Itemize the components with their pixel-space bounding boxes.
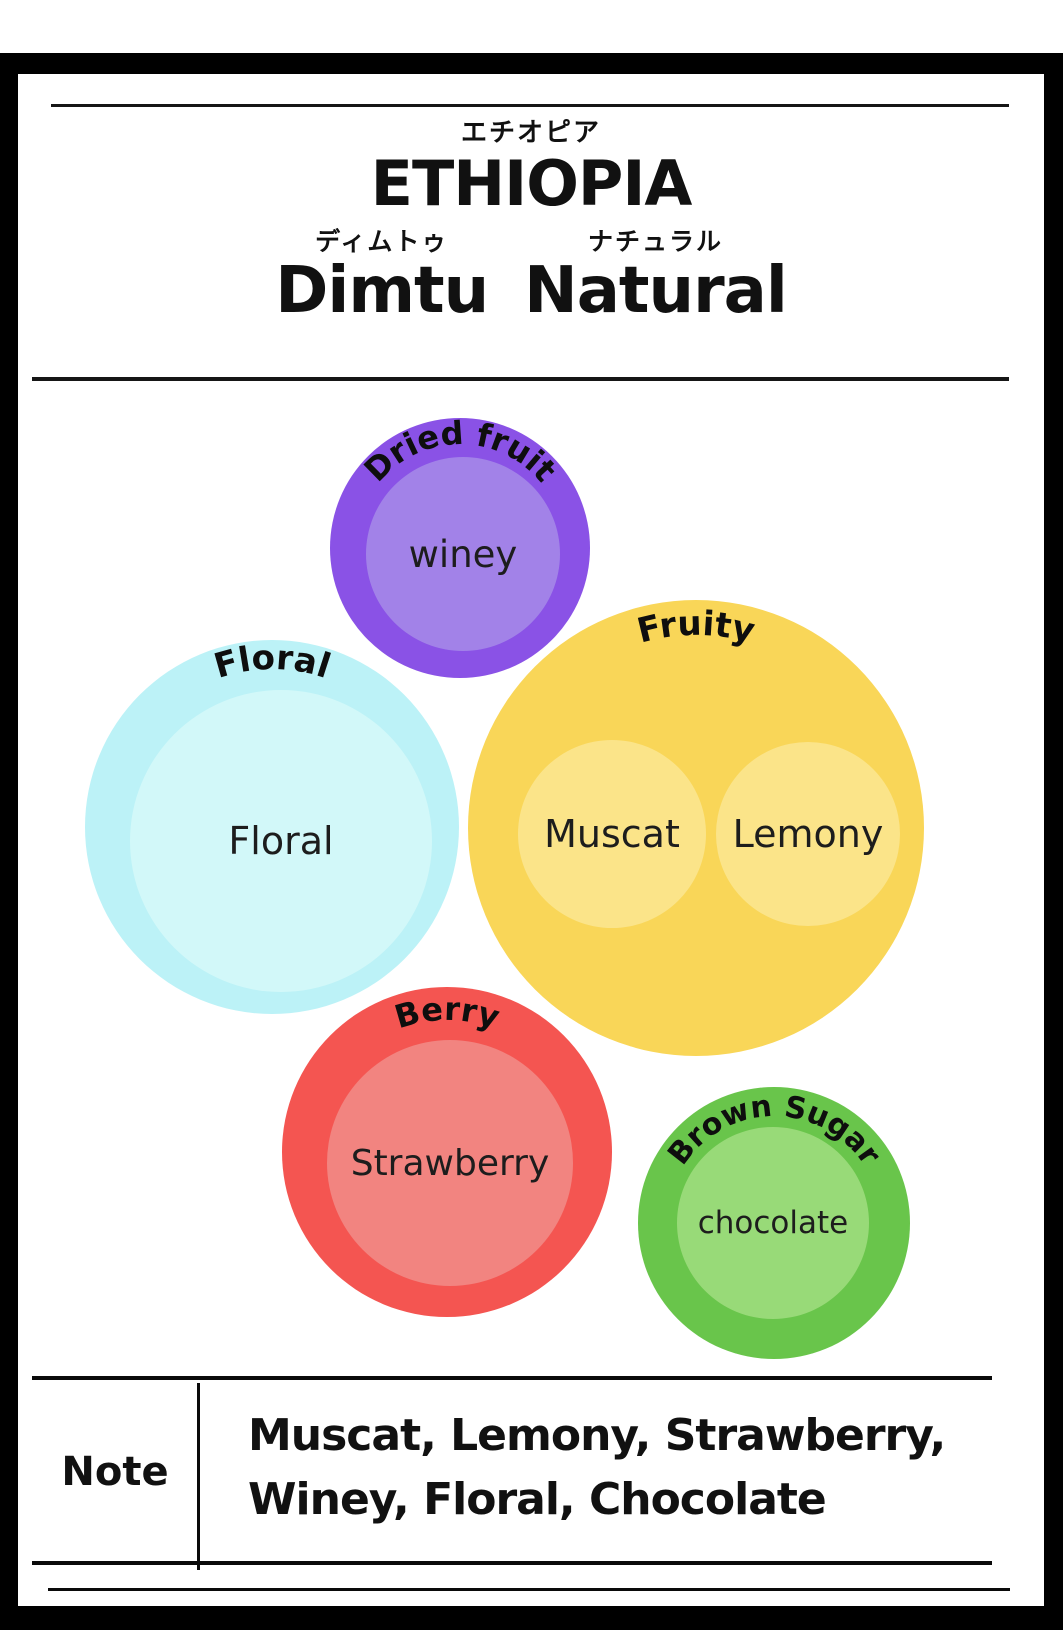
subtitle-word-natural: ナチュラル Natural	[524, 227, 788, 328]
flavor-winey: winey	[408, 532, 518, 576]
bubble-dried-fruit-inner: winey	[366, 457, 560, 651]
category-label-dried-fruit: Dried fruit	[357, 418, 564, 489]
svg-text:Fruity: Fruity	[633, 604, 758, 652]
bubble-floral-inner: Floral	[130, 690, 432, 992]
category-label-fruity: Fruity	[633, 604, 758, 652]
bubble-fruity: Muscat Lemony Fruity	[468, 600, 924, 1056]
flavor-muscat: Muscat	[544, 812, 680, 856]
dried-fruit-arc-label: Dried fruit	[357, 418, 564, 489]
bubble-floral: Floral Floral	[85, 640, 459, 1014]
category-label-floral: Floral	[210, 640, 336, 687]
subtitle: ディムトゥ Dimtu ナチュラル Natural	[18, 227, 1044, 328]
bubble-fruity-inner-muscat: Muscat	[518, 740, 706, 928]
subtitle-furigana-dimtu: ディムトゥ	[315, 227, 449, 256]
frame-border-bottom	[0, 1606, 1063, 1630]
bubble-berry: Strawberry Berry	[282, 987, 612, 1317]
title-furigana: エチオピア	[460, 118, 601, 148]
header-top-rule	[51, 104, 1009, 107]
header: エチオピア ETHIOPIA ディムトゥ Dimtu ナチュラル Natural	[18, 118, 1044, 326]
note-table-top-line	[32, 1376, 992, 1380]
floral-arc-label: Floral	[210, 640, 336, 687]
header-bottom-rule	[32, 377, 1009, 381]
bubble-fruity-inner-lemony: Lemony	[716, 742, 900, 926]
flavor-strawberry: Strawberry	[350, 1142, 550, 1184]
note-text-line2: Winey, Floral, Chocolate	[248, 1474, 827, 1525]
svg-text:Dried fruit: Dried fruit	[357, 418, 564, 489]
bubble-berry-inner: Strawberry	[327, 1040, 573, 1286]
svg-text:Berry: Berry	[390, 990, 504, 1037]
note-table-divider	[197, 1383, 200, 1570]
page-title: ETHIOPIA	[370, 147, 693, 220]
frame-border-right	[1044, 53, 1063, 1630]
brown-sugar-arc-label: Brown Sugar	[661, 1089, 887, 1172]
flavor-lemony: Lemony	[732, 812, 884, 856]
bubble-brown-sugar: chocolate Brown Sugar	[638, 1087, 910, 1359]
flavor-floral: Floral	[228, 819, 334, 863]
frame-border-top	[0, 53, 1063, 74]
svg-text:Floral: Floral	[210, 640, 336, 687]
note-label: Note	[61, 1449, 169, 1495]
subtitle-furigana-natural: ナチュラル	[587, 227, 723, 256]
subtitle-word-dimtu: ディムトゥ Dimtu	[275, 227, 489, 328]
subtitle-text-natural: Natural	[524, 254, 788, 328]
berry-arc-label: Berry	[390, 990, 504, 1037]
bubble-brown-sugar-inner: chocolate	[677, 1127, 869, 1319]
fruity-arc-label: Fruity	[633, 604, 758, 652]
svg-text:Brown Sugar: Brown Sugar	[661, 1089, 887, 1172]
category-label-berry: Berry	[390, 990, 504, 1037]
note-table-bottom-line	[32, 1561, 992, 1565]
category-label-brown-sugar: Brown Sugar	[661, 1089, 887, 1172]
note-text: Muscat, Lemony, Strawberry, Winey, Flora…	[248, 1404, 1008, 1532]
footer-thin-line	[48, 1588, 1010, 1591]
flavor-chocolate: chocolate	[697, 1205, 849, 1241]
note-text-line1: Muscat, Lemony, Strawberry,	[248, 1410, 946, 1461]
subtitle-text-dimtu: Dimtu	[275, 254, 489, 328]
bubble-dried-fruit: winey Dried fruit	[330, 418, 590, 678]
frame-border-left	[0, 53, 18, 1630]
